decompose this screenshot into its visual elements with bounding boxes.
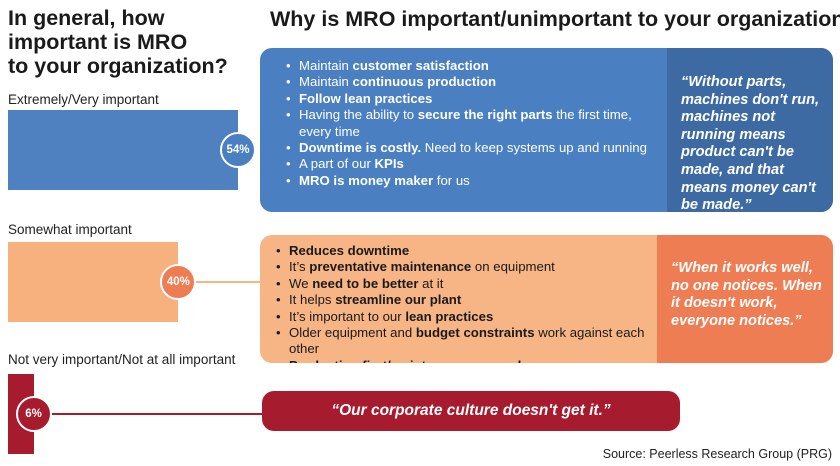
reason-item: Maintain customer satisfaction — [286, 58, 661, 75]
reason-text: It’s important to our — [289, 308, 406, 324]
percent-badge-somewhat-important: 40% — [160, 264, 197, 300]
connector-line-somewhat — [196, 281, 260, 283]
reason-item: Older equipment and budget constraints w… — [276, 325, 653, 358]
quote-box-very-important: “Without parts, machines don't run, mach… — [667, 48, 833, 212]
left-chart-title: In general, how important is MRO to your… — [8, 6, 258, 78]
bar-very-important — [8, 110, 238, 190]
reason-emphasis: need to be better — [312, 275, 419, 291]
reason-text: Having the ability to — [299, 107, 418, 123]
percent-badge-very-important: 54% — [220, 132, 256, 168]
left-title-line: In general, how — [8, 6, 165, 30]
quote-box-somewhat-important: “When it works well, no one notices. Whe… — [657, 235, 833, 363]
reason-emphasis: budget constraints — [415, 325, 535, 341]
reason-emphasis: continuous production — [352, 74, 497, 90]
reason-text: Need to keep systems up and running — [421, 140, 647, 156]
panel-not-important: “Our corporate culture doesn't get it.” — [262, 391, 680, 431]
reason-emphasis: Production first/maintenance second — [289, 358, 521, 363]
reason-emphasis: customer satisfaction — [352, 58, 489, 73]
reason-text: Maintain — [299, 58, 353, 73]
reason-emphasis: Downtime is costly. — [299, 140, 422, 156]
reason-item: Follow lean practices — [286, 90, 661, 108]
reason-text: for us — [433, 172, 470, 188]
reason-item: Having the ability to secure the right p… — [286, 107, 661, 140]
reason-item: It’s important to our lean practices — [276, 308, 653, 326]
reason-text: at it — [418, 275, 444, 291]
reason-item: Production first/maintenance second — [276, 358, 653, 363]
quote-somewhat-important: “When it works well, no one notices. Whe… — [671, 260, 822, 329]
reason-emphasis: streamline our plant — [335, 292, 462, 308]
left-title-line: important is MRO — [8, 30, 188, 54]
left-title-line: to your organization? — [8, 54, 228, 78]
reason-item: Downtime is costly. Need to keep systems… — [286, 140, 661, 157]
reason-item: Reduces downtime — [276, 243, 653, 260]
reason-text: on equipment — [471, 259, 555, 275]
percent-badge-not-important: 6% — [15, 396, 52, 432]
reason-emphasis: lean practices — [405, 308, 494, 324]
reason-text: the first time, every time — [299, 107, 632, 139]
main-title: Why is MRO important/unimportant to your… — [270, 7, 840, 31]
reason-text: It’s — [289, 259, 310, 275]
reason-text: A part of our — [299, 156, 375, 172]
reason-text: work against each other — [289, 325, 645, 357]
reason-text: It helps — [289, 292, 336, 308]
reason-item: We need to be better at it — [276, 275, 653, 293]
bar-somewhat-important — [8, 242, 179, 322]
reasons-list-very-important: Maintain customer satisfactionMaintain c… — [260, 48, 667, 212]
reason-item: It helps streamline our plant — [276, 292, 653, 309]
panel-somewhat-important: Reduces downtimeIt’s preventative mainte… — [260, 235, 833, 363]
reason-item: Maintain continuous production — [286, 74, 661, 91]
reason-emphasis: Follow lean practices — [299, 90, 433, 106]
reason-emphasis: preventative maintenance — [309, 259, 472, 275]
quote-very-important: “Without parts, machines don't run, mach… — [681, 74, 820, 212]
reason-item: A part of our KPIs — [286, 156, 661, 173]
source-note: Source: Peerless Research Group (PRG) — [602, 447, 832, 461]
reason-emphasis: Reduces downtime — [289, 243, 410, 258]
panel-very-important: Maintain customer satisfactionMaintain c… — [260, 48, 833, 212]
reasons-list: Maintain customer satisfactionMaintain c… — [286, 58, 661, 190]
reason-text: Older equipment and — [289, 325, 416, 341]
reason-item: It’s preventative maintenance on equipme… — [276, 259, 653, 276]
category-label-very-important: Extremely/Very important — [8, 92, 159, 107]
reason-emphasis: MRO is money maker — [299, 172, 434, 188]
category-label-somewhat-important: Somewhat important — [8, 222, 132, 237]
reason-text: Maintain — [299, 74, 353, 90]
reason-emphasis: KPIs — [374, 156, 404, 172]
connector-line-not-important — [51, 413, 262, 415]
quote-not-important: “Our corporate culture doesn't get it.” — [331, 402, 611, 420]
reason-text: We — [289, 275, 313, 291]
reasons-list-somewhat-important: Reduces downtimeIt’s preventative mainte… — [260, 235, 657, 363]
reasons-list: Reduces downtimeIt’s preventative mainte… — [276, 243, 653, 363]
reason-emphasis: secure the right parts — [417, 107, 553, 123]
category-label-not-important: Not very important/Not at all important — [8, 352, 236, 367]
reason-item: MRO is money maker for us — [286, 172, 661, 190]
